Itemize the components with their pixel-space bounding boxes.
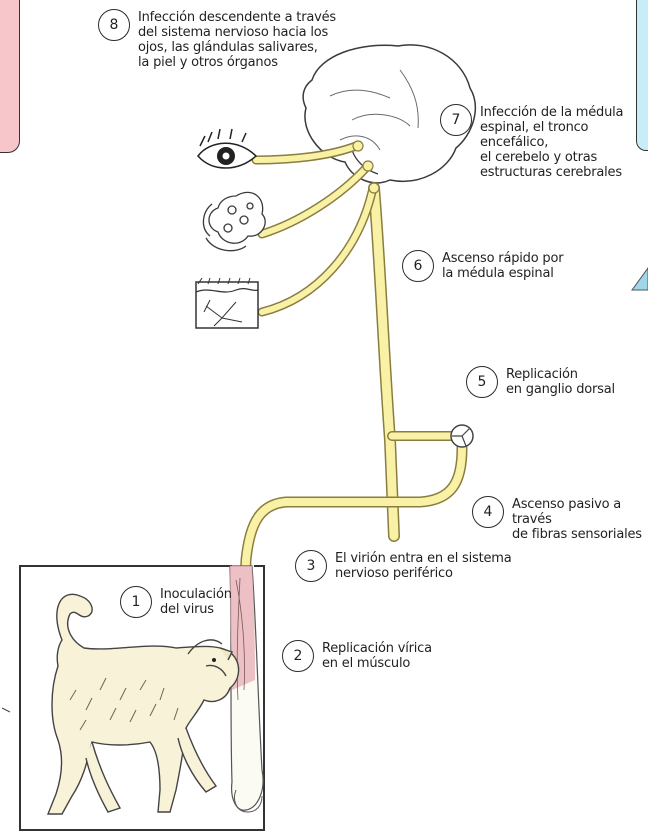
step-6-text: Ascenso rápido por la médula espinal <box>442 250 563 281</box>
dog-illustration <box>48 594 239 814</box>
gland-nerve-outline <box>262 168 366 234</box>
step-5-number: 5 <box>466 366 498 398</box>
step-3-text: El virión entra en el sistema nervioso p… <box>335 550 512 581</box>
spinal-cord <box>374 188 394 536</box>
step-4: 4 Ascenso pasivo a través de fibras sens… <box>472 496 648 542</box>
right-edge-triangle <box>632 268 648 290</box>
step-7-text: Infección de la médula espinal, el tronc… <box>480 104 648 180</box>
step-6-number: 6 <box>402 250 434 282</box>
step-7: 7 Infección de la médula espinal, el tro… <box>440 104 648 180</box>
step-8-number: 8 <box>98 9 130 41</box>
step-3: 3 El virión entra en el sistema nervioso… <box>295 550 512 582</box>
eye-icon <box>198 129 256 168</box>
step-4-text: Ascenso pasivo a través de fibras sensor… <box>512 496 648 542</box>
step-6: 6 Ascenso rápido por la médula espinal <box>402 250 563 282</box>
step-3-number: 3 <box>295 550 327 582</box>
step-4-number: 4 <box>472 496 504 528</box>
salivary-gland-icon <box>203 192 265 250</box>
step-8: 8 Infección descendente a través del sis… <box>98 9 336 70</box>
step-2-text: Replicación vírica en el músculo <box>322 640 432 671</box>
step-1-text: Inoculación del virus <box>160 586 232 617</box>
left-edge-mark <box>2 708 10 712</box>
step-5: 5 Replicación en ganglio dorsal <box>466 366 615 398</box>
human-leg-illustration <box>230 566 263 812</box>
step-1: 1 Inoculación del virus <box>120 586 232 618</box>
step-1-number: 1 <box>120 586 152 618</box>
step-5-text: Replicación en ganglio dorsal <box>506 366 615 397</box>
dorsal-ganglion-icon <box>451 425 473 447</box>
step-2-number: 2 <box>282 640 314 672</box>
step-7-number: 7 <box>440 104 472 136</box>
step-2: 2 Replicación vírica en el músculo <box>282 640 432 672</box>
skin-section-icon <box>196 278 258 328</box>
step-8-text: Infección descendente a través del siste… <box>138 9 336 70</box>
